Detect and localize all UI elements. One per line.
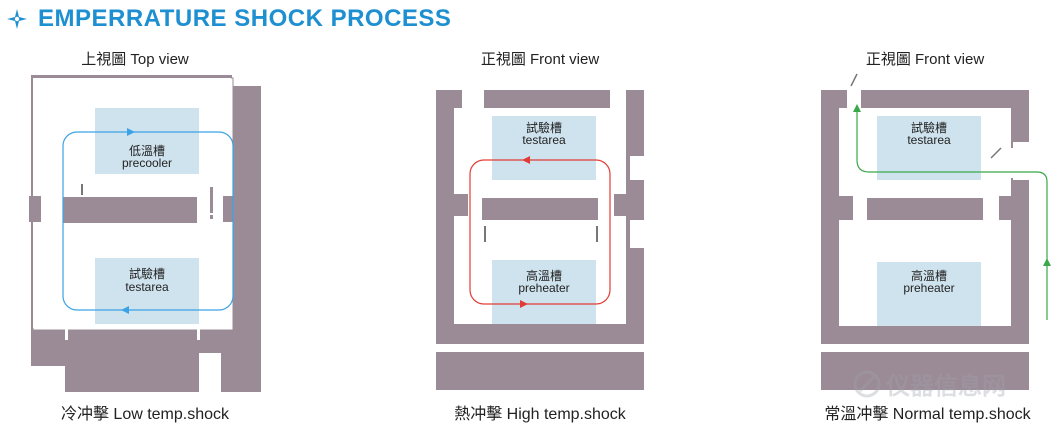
flow-arrow [520,300,528,308]
testarea-label-zh: 試驗槽 [911,120,947,135]
preheater-box [492,260,596,324]
testarea-box [95,258,199,324]
caption-low: 冷冲擊 Low temp.shock [60,406,230,423]
star-icon [7,9,27,29]
precooler-label-zh: 低溫槽 [129,144,165,158]
preheater-label-zh: 高溫槽 [526,268,562,283]
header: EMPERRATURE SHOCK PROCESS [6,3,451,35]
diagram-high-temp: 試驗槽 testarea 高溫槽 preheater [436,90,644,390]
preheater-label-en: preheater [903,281,954,295]
flow-arrow [1043,258,1051,266]
preheater-label-zh: 高溫槽 [911,268,947,283]
flow-arrow [853,104,861,112]
testarea-label-en: testarea [125,280,169,294]
view-title-high: 正視圖 Front view [480,51,600,68]
flow-arrow [522,156,530,164]
testarea-label-en: testarea [522,133,566,147]
preheater-label-en: preheater [518,281,569,295]
caption-high: 熱冲擊 High temp.shock [454,406,626,423]
air-flow-loop [62,131,234,311]
flow-arrow [121,306,129,314]
flow-arrow [127,128,135,136]
testarea-label-zh: 試驗槽 [129,266,165,281]
diagram-normal-temp: 試驗槽 testarea 高溫槽 preheater [821,73,1051,390]
testarea-label-zh: 試驗槽 [526,120,562,135]
diagram-low-temp: 低溫槽 precooler 試驗槽 testarea [29,75,261,392]
page-title: EMPERRATURE SHOCK PROCESS [38,5,452,32]
watermark: 仪器信息网 [852,366,1006,401]
air-flow-loop [469,159,611,305]
air-flow-path [856,110,1048,320]
watermark-logo-icon [853,370,881,397]
testarea-box [492,116,596,180]
preheater-box [877,262,981,326]
precooler-box [95,108,199,174]
caption-normal: 常溫冲擊 Normal temp.shock [824,406,1031,423]
view-title-low: 上視圖 Top view [81,51,189,68]
watermark-text: 仪器信息网 [886,373,1006,400]
testarea-box [877,116,981,180]
testarea-label-en: testarea [907,133,951,147]
precooler-label-en: precooler [122,156,172,170]
view-title-normal: 正視圖 Front view [865,51,985,68]
